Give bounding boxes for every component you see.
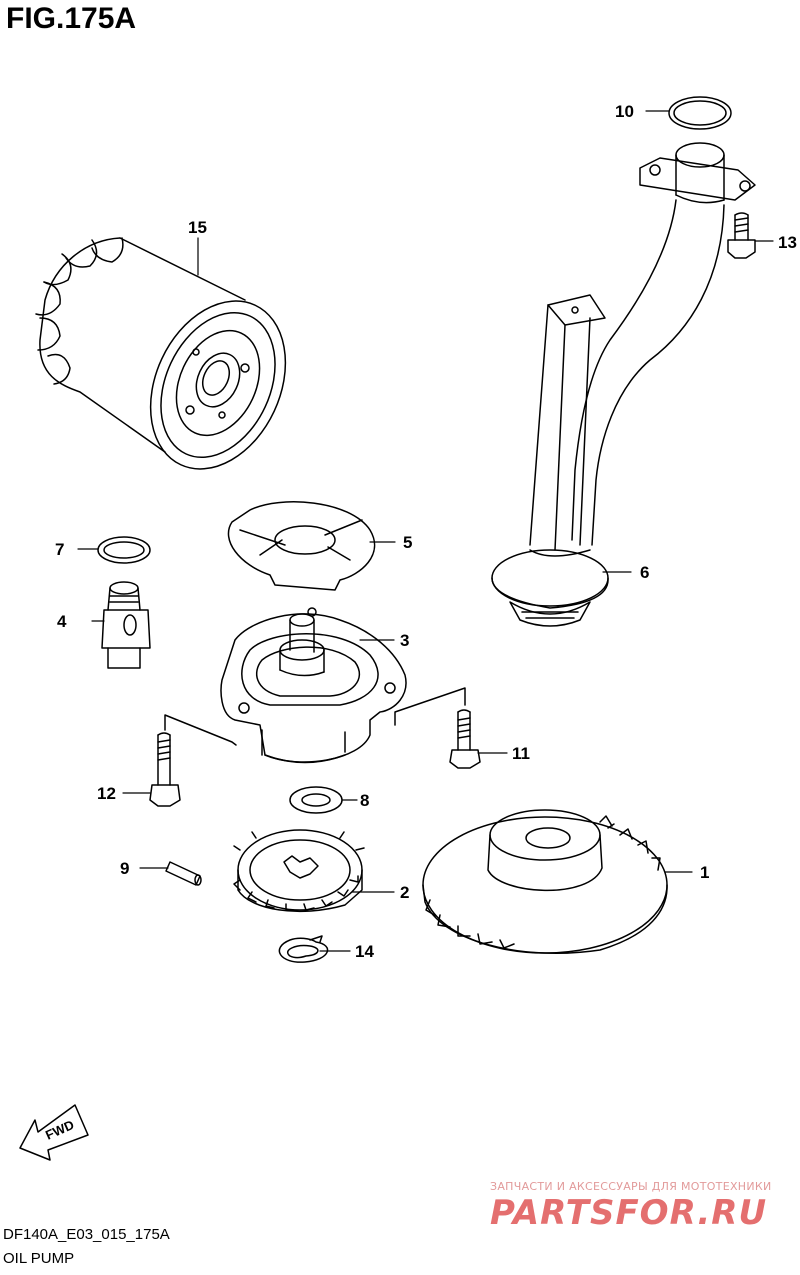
union-bolt-icon (101, 581, 151, 669)
large-gear-icon (422, 809, 668, 955)
bolt-icon (727, 212, 756, 259)
pin-icon (165, 861, 202, 886)
o-ring-icon (668, 96, 732, 130)
callout-15: 15 (188, 218, 207, 237)
gasket-icon (227, 501, 376, 591)
callout-5: 5 (403, 533, 412, 552)
callout-6: 6 (640, 563, 649, 582)
callout-11: 11 (512, 744, 530, 763)
o-ring-icon (97, 536, 151, 564)
callout-4: 4 (57, 612, 67, 631)
figure-code: DF140A_E03_015_175A (3, 1226, 170, 1243)
callout-8: 8 (360, 791, 369, 810)
callout-14: 14 (355, 942, 374, 961)
figure-title: FIG.175A (6, 2, 137, 35)
callout-9: 9 (120, 859, 129, 878)
callout-2: 2 (400, 883, 409, 902)
pump-housing-icon (220, 607, 407, 764)
figure-name: OIL PUMP (3, 1250, 75, 1267)
watermark-logo: PARTSFOR.RU (490, 1193, 768, 1233)
callout-1: 1 (700, 863, 709, 882)
callout-12: 12 (97, 784, 116, 803)
washer-icon (289, 786, 343, 814)
fwd-label: FWD (43, 1117, 76, 1143)
strainer-pipe-icon (491, 142, 756, 627)
callouts: 1 2 3 4 5 6 7 8 9 10 11 12 13 14 15 (55, 102, 797, 961)
circlip-icon (278, 935, 329, 963)
leader-lines (77, 110, 774, 952)
callout-13: 13 (778, 233, 797, 252)
fwd-arrow-icon: FWD (19, 1104, 89, 1161)
bolt-icon (149, 714, 237, 807)
callout-7: 7 (55, 540, 64, 559)
callout-3: 3 (400, 631, 409, 650)
drive-gear-icon (233, 829, 365, 913)
bolt-icon (394, 687, 481, 769)
callout-10: 10 (615, 102, 634, 121)
watermark-caption: ЗАПЧАСТИ И АКСЕССУАРЫ ДЛЯ МОТОТЕХНИКИ (490, 1180, 772, 1193)
oil-filter-icon (35, 237, 287, 470)
